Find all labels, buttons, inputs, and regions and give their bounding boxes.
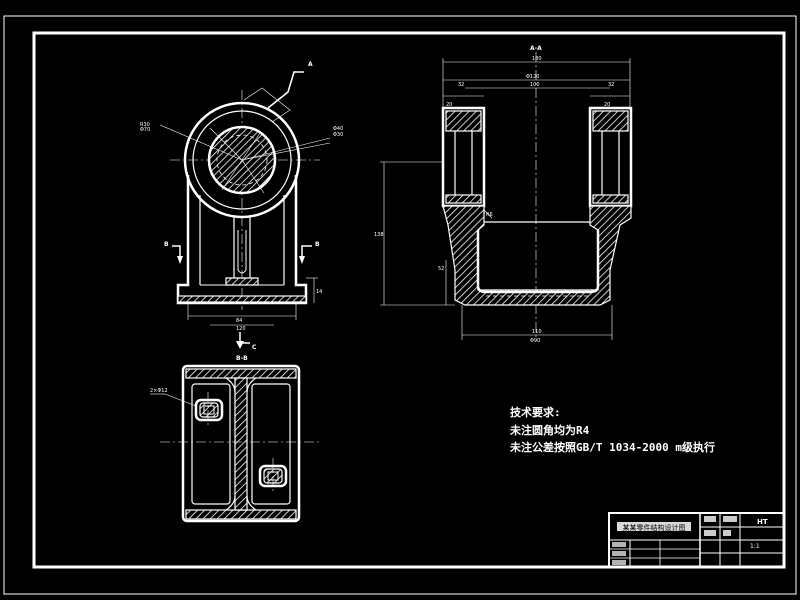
svg-text:100: 100 <box>530 82 540 88</box>
svg-text:Φ30: Φ30 <box>333 132 343 138</box>
svg-text:2×Φ12: 2×Φ12 <box>150 388 168 394</box>
svg-text:32: 32 <box>458 82 464 88</box>
title-block: 某某零件结构设计图 HT 1:1 <box>608 512 785 568</box>
cut-label-a: A <box>308 61 313 68</box>
cut-label-b-left: B <box>164 241 169 248</box>
svg-text:Φ40: Φ40 <box>333 126 343 132</box>
svg-text:R30: R30 <box>140 122 150 128</box>
svg-text:120: 120 <box>236 326 246 332</box>
cut-label-c: C <box>252 344 257 351</box>
svg-text:R6: R6 <box>486 212 493 218</box>
svg-text:20: 20 <box>604 102 610 108</box>
svg-text:180: 180 <box>532 56 542 62</box>
outer-sheet-border <box>3 15 797 595</box>
section-title-bb: B-B <box>236 355 248 362</box>
svg-text:20: 20 <box>446 102 452 108</box>
technical-requirements: 技术要求: 未注圆角均为R4 未注公差按照GB/T 1034-2000 m级执行 <box>509 405 715 454</box>
svg-text:Φ70: Φ70 <box>140 127 150 133</box>
title-block-scale: 1:1 <box>750 543 760 550</box>
cut-label-b-right: B <box>315 241 320 248</box>
svg-text:52: 52 <box>438 266 444 272</box>
svg-text:84: 84 <box>236 318 242 324</box>
tech-req-line-2: 未注公差按照GB/T 1034-2000 m级执行 <box>509 440 715 454</box>
front-view: R30 Φ70 Φ40 Φ30 84 120 14 <box>140 71 343 349</box>
title-block-name: 某某零件结构设计图 <box>623 523 686 532</box>
svg-text:14: 14 <box>316 289 322 295</box>
title-block-material: HT <box>757 518 768 526</box>
svg-text:110: 110 <box>532 329 542 335</box>
svg-text:138: 138 <box>374 232 384 238</box>
section-view-bb: B-B 2×Φ12 <box>150 355 320 523</box>
section-view-aa: A-A 180 Φ120 100 32 32 R6 <box>374 45 633 344</box>
svg-text:32: 32 <box>608 82 614 88</box>
svg-text:Φ90: Φ90 <box>530 338 540 344</box>
section-title-aa: A-A <box>530 45 542 52</box>
tech-req-title: 技术要求: <box>510 405 561 419</box>
tech-req-line-1: 未注圆角均为R4 <box>509 423 590 437</box>
inner-drawing-frame <box>32 31 786 569</box>
svg-text:Φ120: Φ120 <box>526 74 539 80</box>
